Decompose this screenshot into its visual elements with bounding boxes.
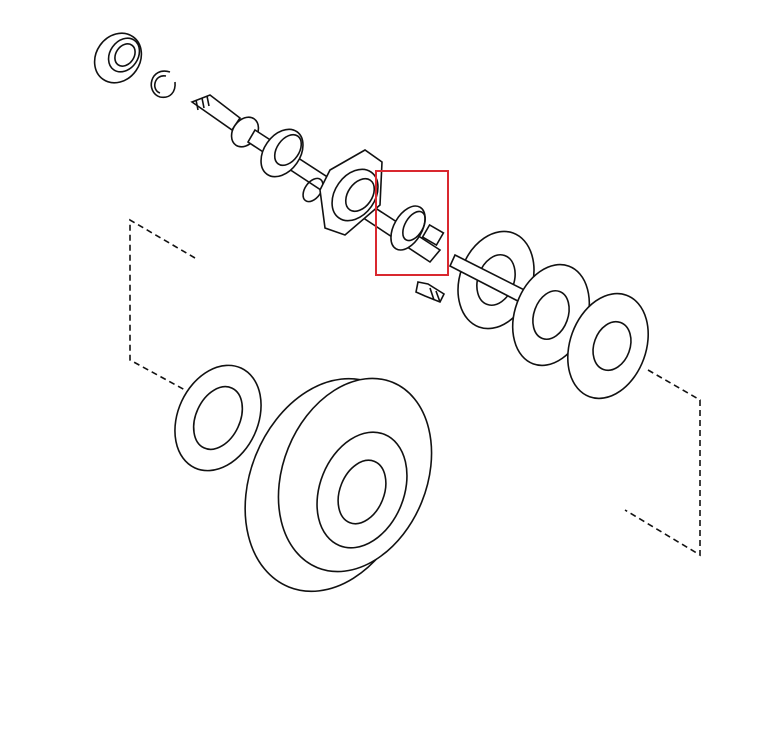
snap-ring[interactable] xyxy=(150,70,176,99)
bearing-retainer[interactable] xyxy=(319,149,387,236)
spacer-ring[interactable] xyxy=(299,175,327,205)
bearing[interactable] xyxy=(252,121,311,184)
highlight-box xyxy=(375,170,449,276)
highlighted-bearing[interactable] xyxy=(384,200,445,256)
backing-plate[interactable] xyxy=(554,282,662,409)
brake-drum[interactable] xyxy=(215,353,460,617)
oil-seal[interactable] xyxy=(85,24,151,92)
hub-bolt[interactable] xyxy=(415,281,446,304)
assembly-guide-lines xyxy=(129,218,701,557)
drum-gasket[interactable] xyxy=(159,351,278,485)
